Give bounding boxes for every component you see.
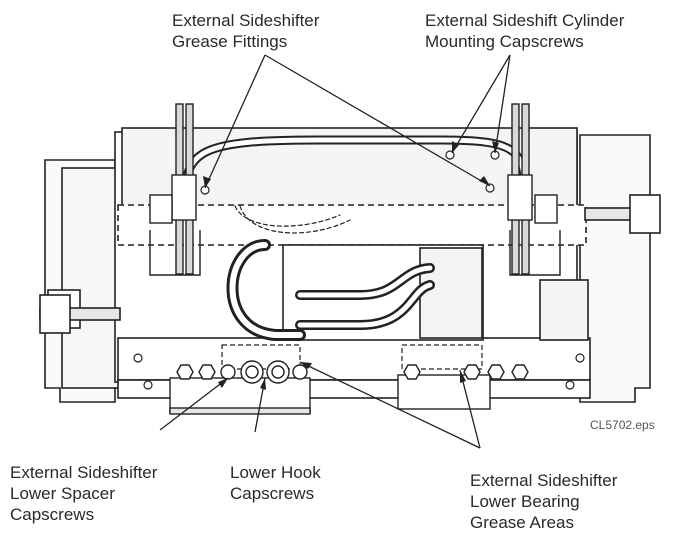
- label-line: Capscrews: [230, 484, 315, 503]
- label-lower-spacer-capscrews: External Sideshifter Lower Spacer Capscr…: [10, 462, 157, 525]
- label-line: Lower Hook: [230, 463, 321, 482]
- label-grease-fittings: External Sideshifter Grease Fittings: [172, 10, 319, 52]
- label-bearing-grease-areas: External Sideshifter Lower Bearing Greas…: [470, 470, 617, 533]
- label-line: Lower Spacer: [10, 484, 115, 503]
- label-line: Grease Fittings: [172, 32, 288, 51]
- label-line: External Sideshift Cylinder: [425, 11, 625, 30]
- label-cylinder-capscrews: External Sideshift Cylinder Mounting Cap…: [425, 10, 624, 52]
- label-line: External Sideshifter: [10, 463, 158, 482]
- leader-arrows: [203, 141, 499, 390]
- label-line: Capscrews: [10, 505, 95, 524]
- label-line: Lower Bearing: [470, 492, 580, 511]
- file-name: CL5702.eps: [590, 418, 655, 432]
- capscrews: [176, 360, 529, 384]
- label-line: External Sideshifter: [470, 471, 618, 490]
- sideshift-cylinders: [149, 103, 561, 276]
- leader-lines: [159, 54, 511, 449]
- label-line: Mounting Capscrews: [425, 32, 584, 51]
- lower-hooks: [169, 374, 491, 415]
- label-line: External Sideshifter: [172, 11, 320, 30]
- label-lower-hook-capscrews: Lower Hook Capscrews: [230, 462, 321, 504]
- bolts: [133, 150, 585, 390]
- label-line: Grease Areas: [470, 513, 574, 532]
- carriage-frame: [39, 127, 661, 403]
